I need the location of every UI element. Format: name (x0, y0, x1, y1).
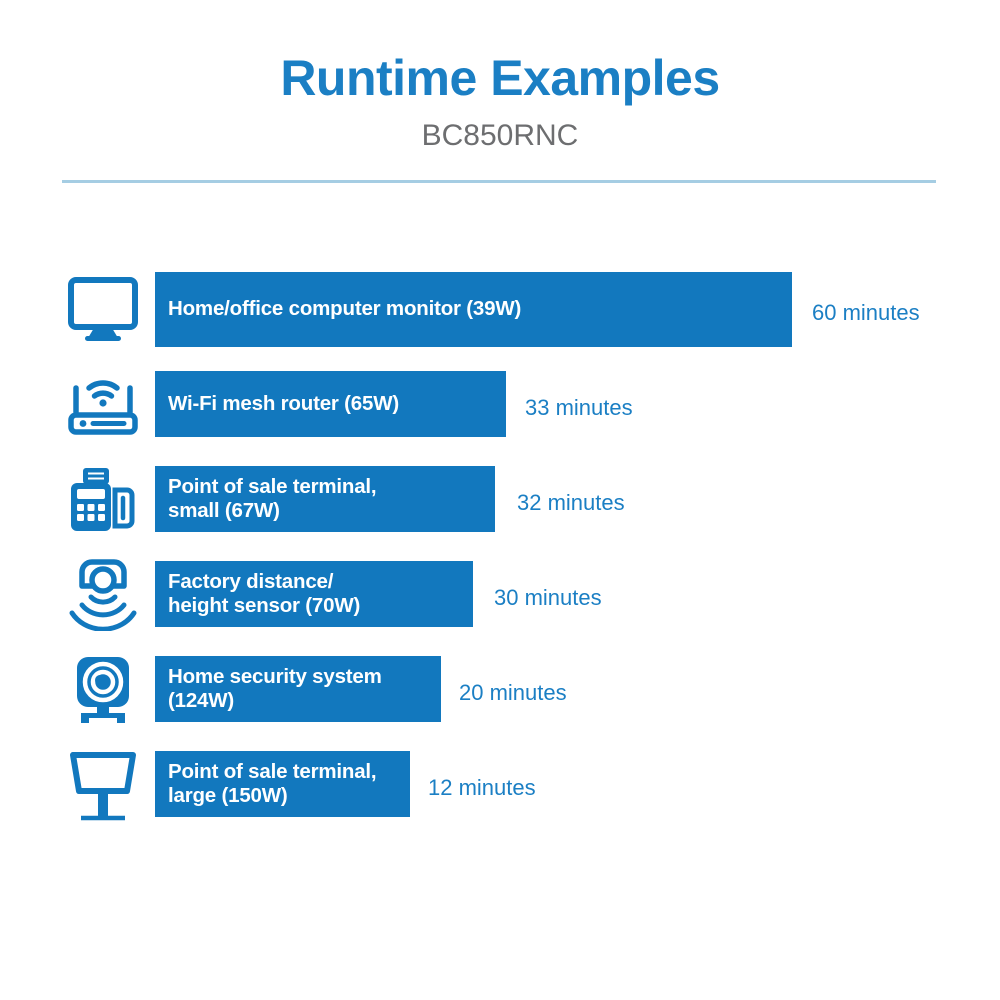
bar-security-camera: Home security system (124W) (155, 656, 441, 722)
page-title: Runtime Examples (280, 50, 720, 106)
bar-pos-small: Point of sale terminal, small (67W) (155, 466, 495, 532)
chart-row: Home security system (124W) 20 minutes (0, 642, 1000, 737)
header-divider (62, 180, 936, 183)
runtime-value: 32 minutes (517, 490, 625, 515)
bar-label: Point of sale terminal, small (67W) (168, 474, 377, 522)
distance-sensor-icon (62, 547, 144, 642)
page-subtitle: BC850RNC (421, 118, 579, 152)
bar-label: Home security system (124W) (168, 664, 382, 712)
bar-pos-large: Point of sale terminal, large (150W) (155, 751, 410, 817)
bar-label: Point of sale terminal, large (150W) (168, 759, 377, 807)
chart-row: Home/office computer monitor (39W) 60 mi… (0, 262, 1000, 357)
runtime-value: 33 minutes (525, 395, 633, 420)
header: Runtime Examples BC850RNC (0, 52, 1000, 152)
bar-label: Factory distance/ height sensor (70W) (168, 569, 361, 617)
runtime-value: 60 minutes (812, 300, 920, 325)
monitor-icon (62, 262, 144, 357)
runtime-value: 30 minutes (494, 585, 602, 610)
bar-label: Wi-Fi mesh router (65W) (168, 391, 399, 415)
bar-monitor: Home/office computer monitor (39W) (155, 272, 792, 347)
bar-label: Home/office computer monitor (39W) (168, 297, 522, 321)
chart-row: Point of sale terminal, large (150W) 12 … (0, 737, 1000, 832)
chart-row: Point of sale terminal, small (67W) 32 m… (0, 452, 1000, 547)
runtime-value: 20 minutes (459, 680, 567, 705)
runtime-bar-chart: Home/office computer monitor (39W) 60 mi… (0, 262, 1000, 832)
chart-row: Wi-Fi mesh router (65W) 33 minutes (0, 357, 1000, 452)
runtime-value: 12 minutes (428, 775, 536, 800)
security-camera-icon (62, 642, 144, 737)
bar-wifi-router: Wi-Fi mesh router (65W) (155, 371, 506, 437)
chart-row: Factory distance/ height sensor (70W) 30… (0, 547, 1000, 642)
bar-distance-sensor: Factory distance/ height sensor (70W) (155, 561, 473, 627)
pos-terminal-large-icon (62, 737, 144, 832)
pos-terminal-small-icon (62, 452, 144, 547)
wifi-router-icon (62, 357, 144, 452)
